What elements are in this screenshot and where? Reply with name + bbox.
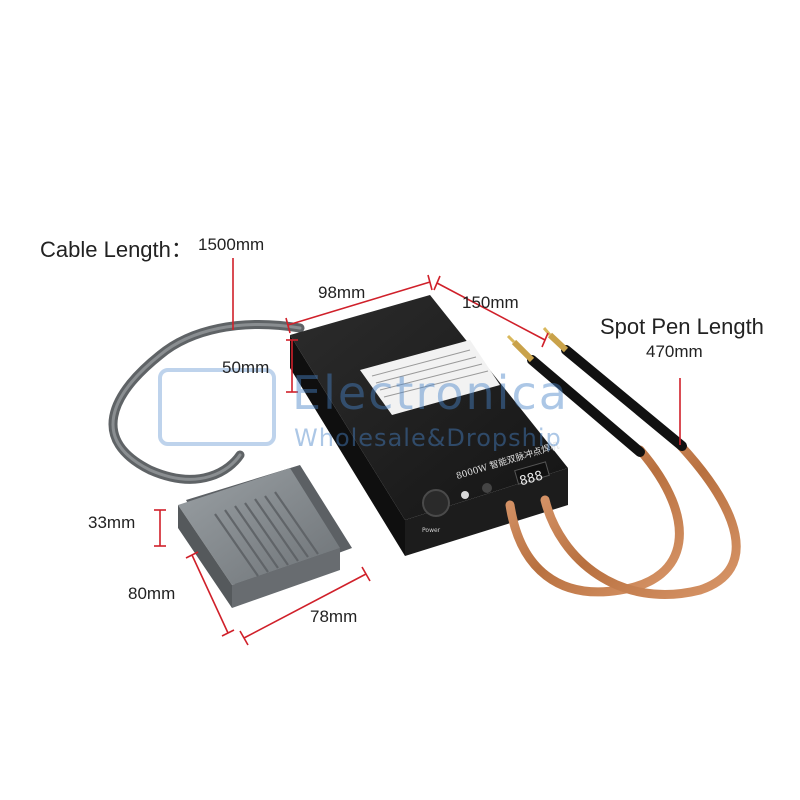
- power-label: Power: [422, 527, 441, 534]
- dimension-lines: [154, 258, 681, 646]
- watermark-logo-icon: [158, 368, 276, 446]
- pen-length-title: Spot Pen Length: [600, 314, 764, 339]
- copper-cable-right: [540, 440, 741, 599]
- power-knob: [422, 489, 450, 517]
- digital-display: 888: [518, 468, 545, 489]
- box-height-label: 50mm: [222, 358, 270, 377]
- box-length-label: 150mm: [462, 293, 519, 312]
- cable-length-value: 1500mm: [198, 235, 265, 254]
- pedal-height-label: 33mm: [88, 513, 136, 532]
- watermark-line2: Wholesale&Dropship: [294, 424, 562, 452]
- foot-pedal: [178, 465, 352, 608]
- pedal-cable-highlight: [111, 322, 302, 481]
- box-width-label: 98mm: [318, 283, 366, 302]
- spot-pen-right: [542, 327, 687, 451]
- spot-welder-box: 888 8000W 智能双脉冲点焊机 Power: [290, 295, 568, 556]
- pedal-length-label: 78mm: [310, 607, 358, 626]
- watermark-line1: Electronica: [292, 366, 569, 420]
- pen-length-value: 470mm: [646, 342, 703, 361]
- pedal-width-label: 80mm: [128, 584, 176, 603]
- cable-length-title: Cable Length：: [40, 237, 193, 262]
- spot-pen-left: [506, 334, 645, 457]
